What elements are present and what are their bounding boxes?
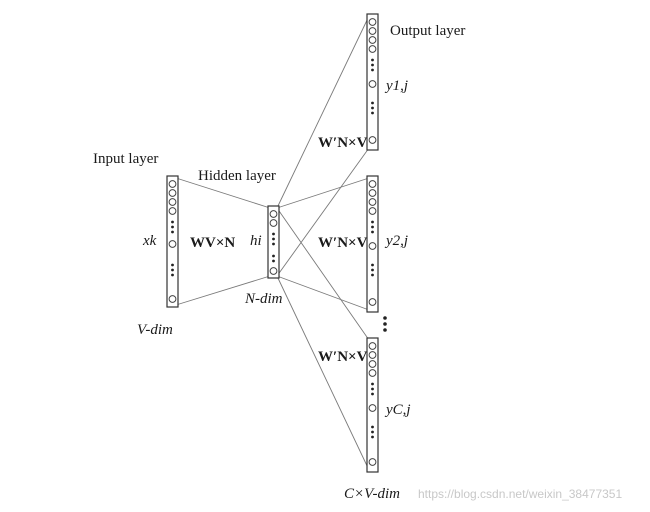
hidden-layer-vector	[267, 205, 280, 279]
weight-hidden-output-1-label: W′N×V	[318, 135, 368, 151]
output-layer-label: Output layer	[390, 23, 465, 39]
input-layer-vector	[166, 175, 179, 308]
output-vector-2	[366, 175, 379, 313]
conn-input-hidden-top	[175, 177, 271, 209]
hi-label: hi	[250, 233, 262, 249]
conn-hidden-outc-bottom	[276, 275, 370, 471]
weight-input-hidden-label: WV×N	[190, 235, 235, 251]
n-dim-label: N-dim	[244, 291, 283, 307]
conn-hidden-out1-bottom	[276, 147, 370, 277]
watermark: https://blog.csdn.net/weixin_38477351	[418, 487, 622, 501]
connections	[175, 15, 370, 471]
weight-hidden-output-c-label: W′N×V	[318, 349, 368, 365]
y2j-label: y2,j	[384, 233, 408, 249]
y1j-label: y1,j	[384, 78, 408, 94]
cxv-dim-label: C×V-dim	[344, 486, 400, 502]
weight-hidden-output-2-label: W′N×V	[318, 235, 368, 251]
ycj-label: yC,j	[384, 402, 411, 418]
v-dim-label: V-dim	[137, 322, 173, 338]
output-vector-c	[366, 337, 379, 473]
conn-hidden-out1-top	[276, 15, 370, 209]
conn-hidden-outc-top	[276, 207, 370, 341]
output-vector-1	[366, 13, 379, 151]
input-layer-label: Input layer	[93, 151, 158, 167]
conn-hidden-out2-bottom	[276, 275, 370, 311]
output-ellipsis	[383, 316, 387, 332]
hidden-layer-label: Hidden layer	[198, 168, 276, 184]
conn-input-hidden-bottom	[175, 275, 271, 306]
xk-label: xk	[142, 233, 157, 249]
conn-hidden-out2-top	[276, 177, 370, 209]
